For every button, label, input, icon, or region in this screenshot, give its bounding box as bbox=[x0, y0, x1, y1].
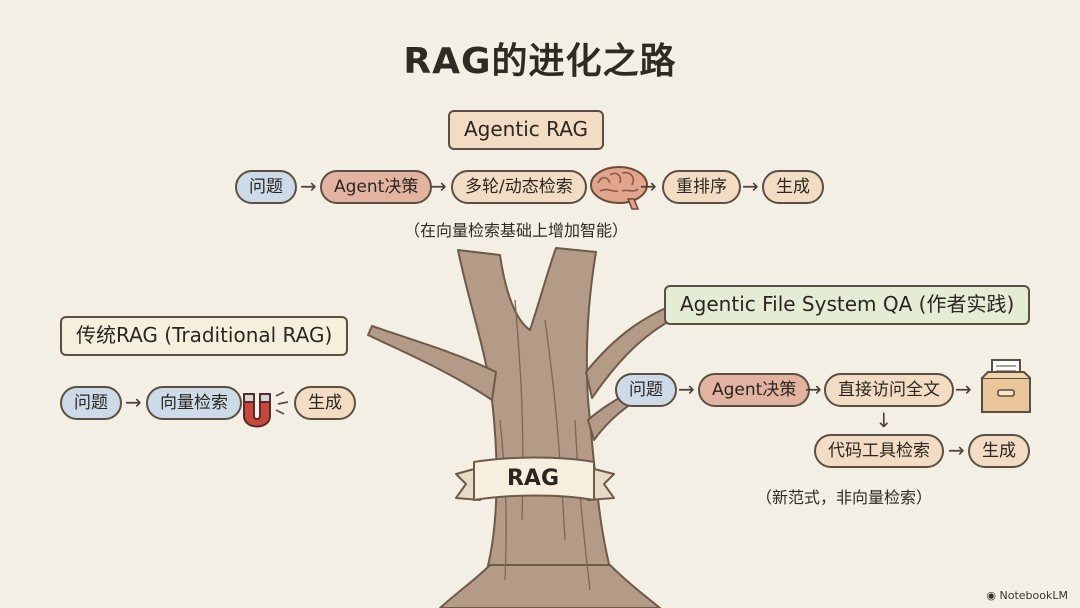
agentic-fs-label: Agentic File System QA (作者实践) bbox=[664, 285, 1031, 325]
agentic-step-rerank: 重排序 bbox=[662, 170, 741, 204]
notebook-logo-icon: ◉ bbox=[986, 589, 1000, 602]
ribbon bbox=[473, 456, 595, 501]
traditional-rag-label: 传统RAG (Traditional RAG) bbox=[60, 316, 349, 356]
fs-step-full-text: 直接访问全文 bbox=[824, 373, 954, 407]
fs-step-agent-decision: Agent决策 bbox=[698, 373, 811, 407]
tree-branch-left bbox=[367, 325, 497, 401]
agentic-step-agent-decision: Agent决策 bbox=[320, 170, 433, 204]
traditional-step-question: 问题 bbox=[60, 386, 122, 420]
trunk-label: RAG bbox=[506, 466, 560, 491]
arrow-icon: → bbox=[955, 377, 972, 401]
tree-roots bbox=[439, 564, 661, 608]
agentic-step-generate: 生成 bbox=[762, 170, 824, 204]
arrow-down-icon: → bbox=[872, 411, 897, 429]
arrow-icon: → bbox=[805, 377, 822, 401]
agentic-step-retrieval: 多轮/动态检索 bbox=[451, 170, 587, 204]
arrow-icon: → bbox=[300, 174, 317, 198]
arrow-icon: → bbox=[742, 174, 759, 198]
brain-icon bbox=[590, 166, 648, 210]
fs-step-code-tool: 代码工具检索 bbox=[814, 434, 944, 468]
file-box-icon bbox=[981, 359, 1031, 413]
arrow-icon: → bbox=[948, 438, 965, 462]
fs-step-generate: 生成 bbox=[968, 434, 1030, 468]
arrow-icon: → bbox=[640, 174, 657, 198]
agentic-rag-note: （在向量检索基础上增加智能） bbox=[404, 221, 629, 240]
arrow-icon: → bbox=[125, 390, 142, 414]
brand-mark: ◉ NotebookLM bbox=[986, 589, 1068, 602]
agentic-rag-label: Agentic RAG bbox=[448, 110, 605, 150]
agentic-fs-note: （新范式，非向量检索） bbox=[756, 488, 933, 507]
page-title: RAG的进化之路 bbox=[403, 41, 677, 82]
traditional-step-vector-search: 向量检索 bbox=[146, 386, 242, 420]
fs-step-question: 问题 bbox=[615, 373, 677, 407]
arrow-icon: → bbox=[678, 377, 695, 401]
magnet-icon bbox=[243, 391, 289, 428]
agentic-step-question: 问题 bbox=[235, 170, 297, 204]
arrow-icon: → bbox=[430, 174, 447, 198]
brand-name: NotebookLM bbox=[999, 589, 1068, 602]
traditional-step-generate: 生成 bbox=[294, 386, 356, 420]
